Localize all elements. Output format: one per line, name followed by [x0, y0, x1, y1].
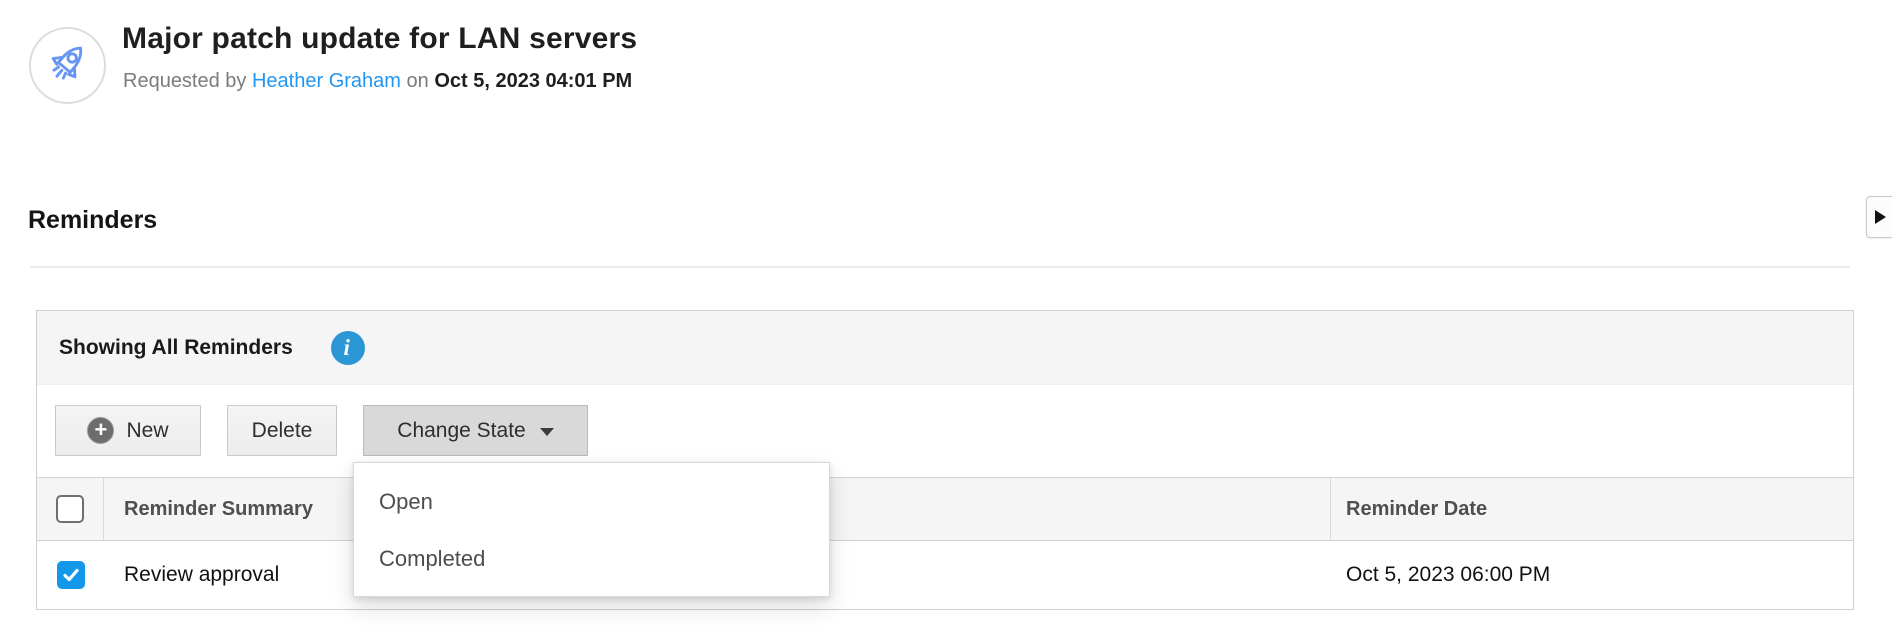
row-summary: Review approval: [124, 562, 280, 586]
requested-datetime: Oct 5, 2023 04:01 PM: [434, 70, 633, 92]
change-state-button-label: Change State: [397, 418, 526, 442]
expand-arrow-icon: [1875, 210, 1886, 224]
table-header: Reminder Summary Reminder Date: [37, 477, 1853, 541]
section-divider: [30, 266, 1850, 268]
byline: Requested by Heather Graham on Oct 5, 20…: [123, 70, 632, 93]
delete-button[interactable]: Delete: [227, 405, 337, 456]
plus-circle-icon: +: [87, 417, 115, 444]
row-checkbox-cell: [37, 541, 104, 608]
requested-by-label: Requested by: [123, 70, 247, 92]
avatar: [29, 27, 106, 104]
menu-item-completed[interactable]: Completed: [379, 546, 486, 571]
row-summary-cell: Review approval: [104, 541, 1331, 608]
reminders-panel: Showing All Reminders i + New Delete Cha…: [36, 310, 1854, 610]
rocket-icon: [45, 40, 91, 91]
date-column-header-cell: Reminder Date: [1331, 478, 1853, 540]
date-column-header: Reminder Date: [1346, 497, 1488, 520]
row-checkbox[interactable]: [56, 560, 85, 589]
menu-item-open[interactable]: Open: [379, 489, 433, 514]
caret-down-icon: [539, 428, 554, 436]
on-label: on: [406, 70, 429, 92]
select-all-checkbox[interactable]: [56, 495, 84, 523]
requester-link[interactable]: Heather Graham: [251, 70, 401, 92]
new-button-label: New: [126, 418, 169, 442]
row-date-cell: Oct 5, 2023 06:00 PM: [1331, 541, 1853, 608]
row-date: Oct 5, 2023 06:00 PM: [1346, 562, 1551, 586]
panel-title: Showing All Reminders: [59, 335, 293, 359]
info-icon[interactable]: i: [330, 330, 365, 365]
delete-button-label: Delete: [251, 418, 313, 442]
page-title: Major patch update for LAN servers: [122, 22, 638, 55]
change-state-menu: Open Completed: [353, 462, 830, 597]
record-header: Major patch update for LAN servers Reque…: [0, 0, 1892, 130]
section-heading: Reminders: [28, 206, 158, 234]
panel-titlebar: Showing All Reminders i: [37, 311, 1853, 385]
summary-column-header-cell: Reminder Summary: [104, 478, 1331, 540]
checkmark-icon: [62, 568, 79, 581]
summary-column-header: Reminder Summary: [124, 497, 313, 520]
new-button[interactable]: + New: [55, 405, 201, 456]
expand-panel-button[interactable]: [1866, 196, 1892, 238]
change-state-button[interactable]: Change State: [363, 405, 588, 456]
table-row[interactable]: Review approval Oct 5, 2023 06:00 PM: [37, 541, 1853, 608]
select-all-cell: [37, 478, 104, 540]
toolbar: + New Delete Change State: [37, 385, 1853, 477]
